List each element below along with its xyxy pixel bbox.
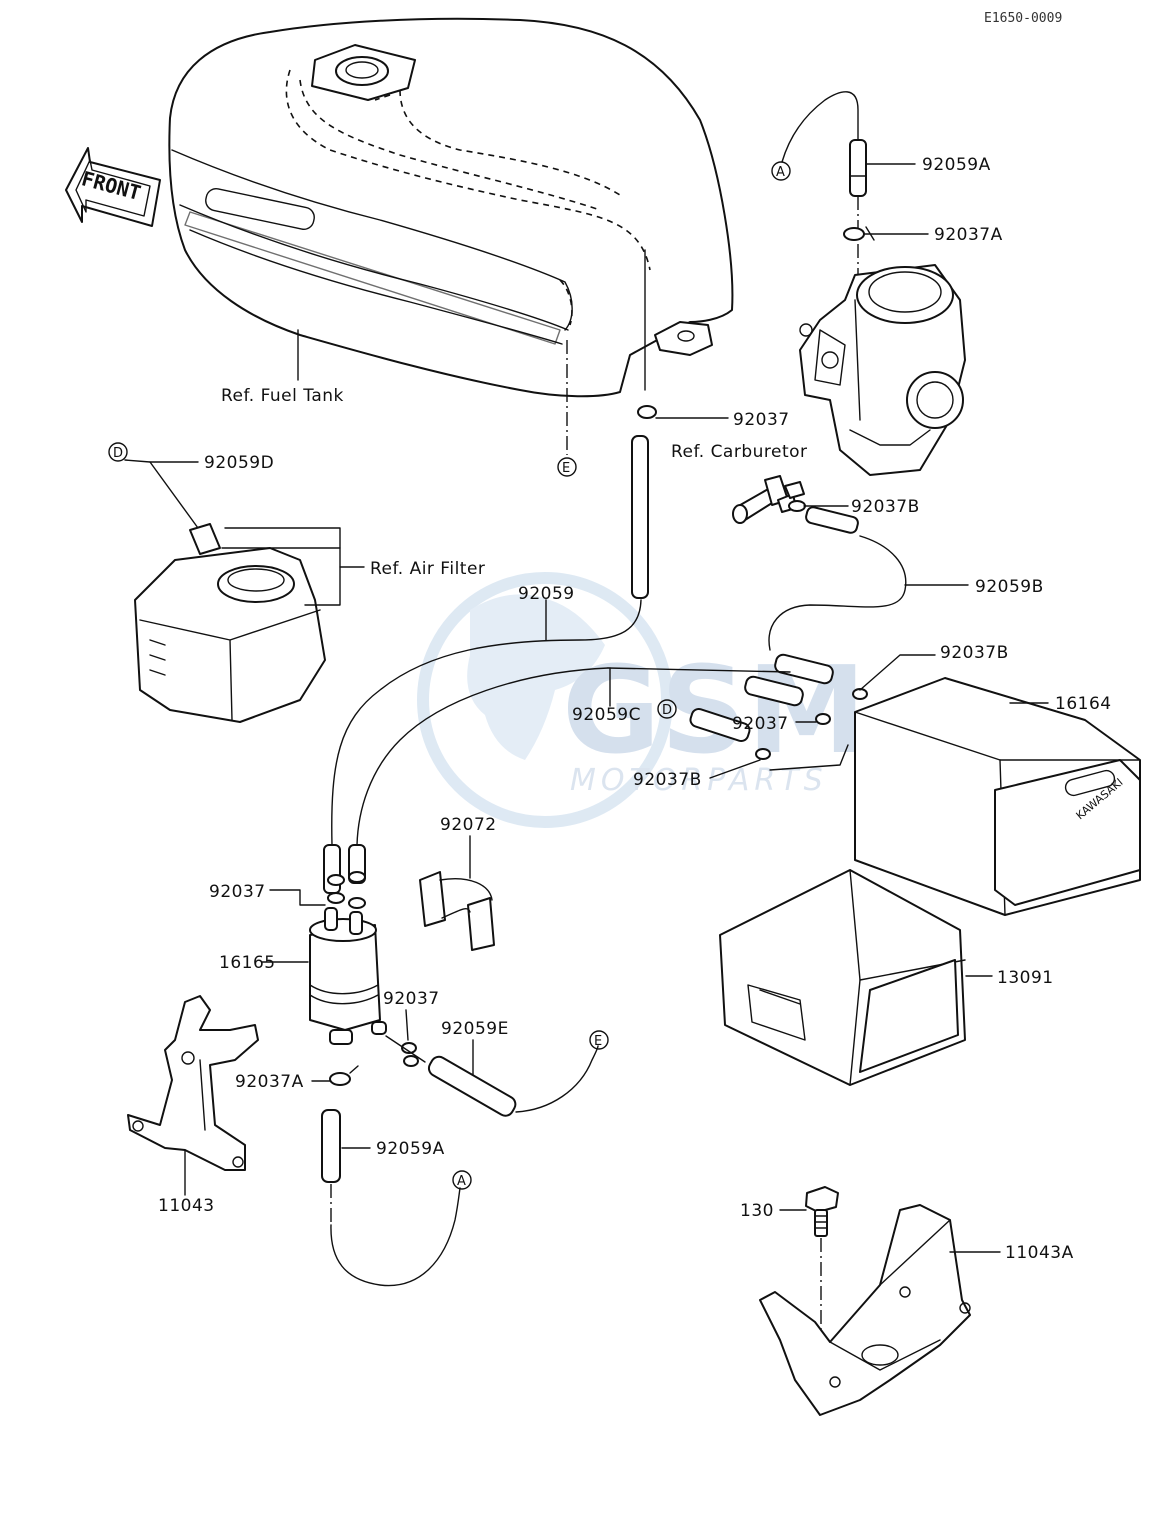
clip-92037a-top <box>843 227 865 241</box>
bracket-11043 <box>127 995 259 1171</box>
hose-92059e <box>427 1055 517 1117</box>
ref-fuel-tank-label: Ref. Fuel Tank <box>221 386 344 406</box>
tee-fitting <box>732 475 805 524</box>
hose-92059a-bottom <box>321 1109 341 1183</box>
document-code: E1650-0009 <box>984 11 1062 26</box>
label-92037-top: 92037 <box>733 410 790 430</box>
connector-d-left: D <box>108 442 128 462</box>
svg-text:D: D <box>662 703 672 718</box>
label-92037b-carb: 92037B <box>851 497 920 517</box>
carburetor-drawing <box>799 264 966 476</box>
label-92059a-top: 92059A <box>922 155 991 175</box>
label-92059c: 92059C <box>572 705 641 725</box>
connector-e-top: E <box>557 457 577 477</box>
label-92059a-bottom: 92059A <box>376 1139 445 1159</box>
watermark: GSM MOTORPARTS <box>417 572 866 828</box>
connector-e-bottom: E <box>589 1030 609 1050</box>
cover-13091 <box>719 869 966 1086</box>
canister-16164-drawing: KAWASAKI <box>854 677 1141 916</box>
fuel-filter-16165 <box>309 907 387 1045</box>
hose-92059a-top <box>849 139 867 197</box>
label-92037b-right: 92037B <box>940 643 1009 663</box>
label-16164: 16164 <box>1055 694 1112 714</box>
bracket-11043a <box>759 1204 971 1416</box>
ref-carburetor-label: Ref. Carburetor <box>671 442 808 462</box>
svg-text:E: E <box>562 461 570 476</box>
label-11043a: 11043A <box>1005 1243 1074 1263</box>
hose-clamp-92072 <box>419 871 495 951</box>
label-16165: 16165 <box>219 953 276 973</box>
svg-text:A: A <box>776 165 785 180</box>
label-11043: 11043 <box>158 1196 215 1216</box>
bolt-130 <box>805 1186 839 1237</box>
label-92037-filter: 92037 <box>383 989 440 1009</box>
svg-text:E: E <box>594 1034 602 1049</box>
label-92037b-low: 92037B <box>633 770 702 790</box>
label-92059d: 92059D <box>204 453 274 473</box>
air-filter-drawing <box>134 523 326 723</box>
label-92037-left: 92037 <box>209 882 266 902</box>
ref-air-filter-label: Ref. Air Filter <box>370 559 485 579</box>
pipe-92059 <box>631 435 649 599</box>
connector-d-right: D <box>657 699 677 719</box>
front-label: FRONT <box>79 166 143 205</box>
clip-92037a-bottom <box>329 1072 351 1086</box>
fuel-tank-drawing <box>168 17 734 398</box>
svg-text:D: D <box>113 446 123 461</box>
label-92037a-top: 92037A <box>934 225 1003 245</box>
front-arrow-icon: FRONT <box>65 147 161 227</box>
label-13091: 13091 <box>997 968 1054 988</box>
label-92059b: 92059B <box>975 577 1044 597</box>
label-92037a-bottom: 92037A <box>235 1072 304 1092</box>
label-92059: 92059 <box>518 584 575 604</box>
label-92059e: 92059E <box>441 1019 509 1039</box>
svg-text:A: A <box>457 1174 466 1189</box>
label-92037-mid: 92037 <box>732 714 789 734</box>
label-92072: 92072 <box>440 815 497 835</box>
clip-92037-top <box>637 405 657 419</box>
connector-a-top: A <box>771 161 791 181</box>
label-130: 130 <box>740 1201 774 1221</box>
connector-a-bottom: A <box>452 1170 472 1190</box>
